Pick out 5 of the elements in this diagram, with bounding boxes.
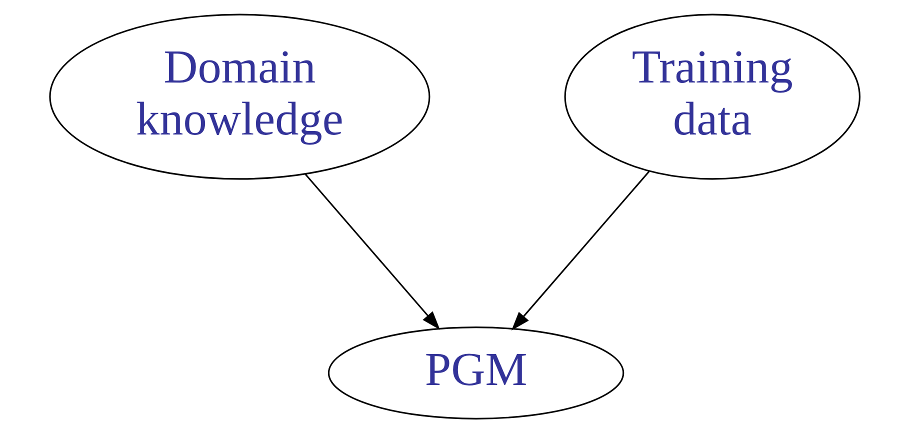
node-ellipse: Training data: [564, 14, 860, 180]
node-ellipse: Domain knowledge: [48, 14, 430, 180]
arrow: [304, 174, 440, 330]
node-ellipse: PGM: [327, 326, 624, 420]
arrow: [510, 171, 650, 330]
